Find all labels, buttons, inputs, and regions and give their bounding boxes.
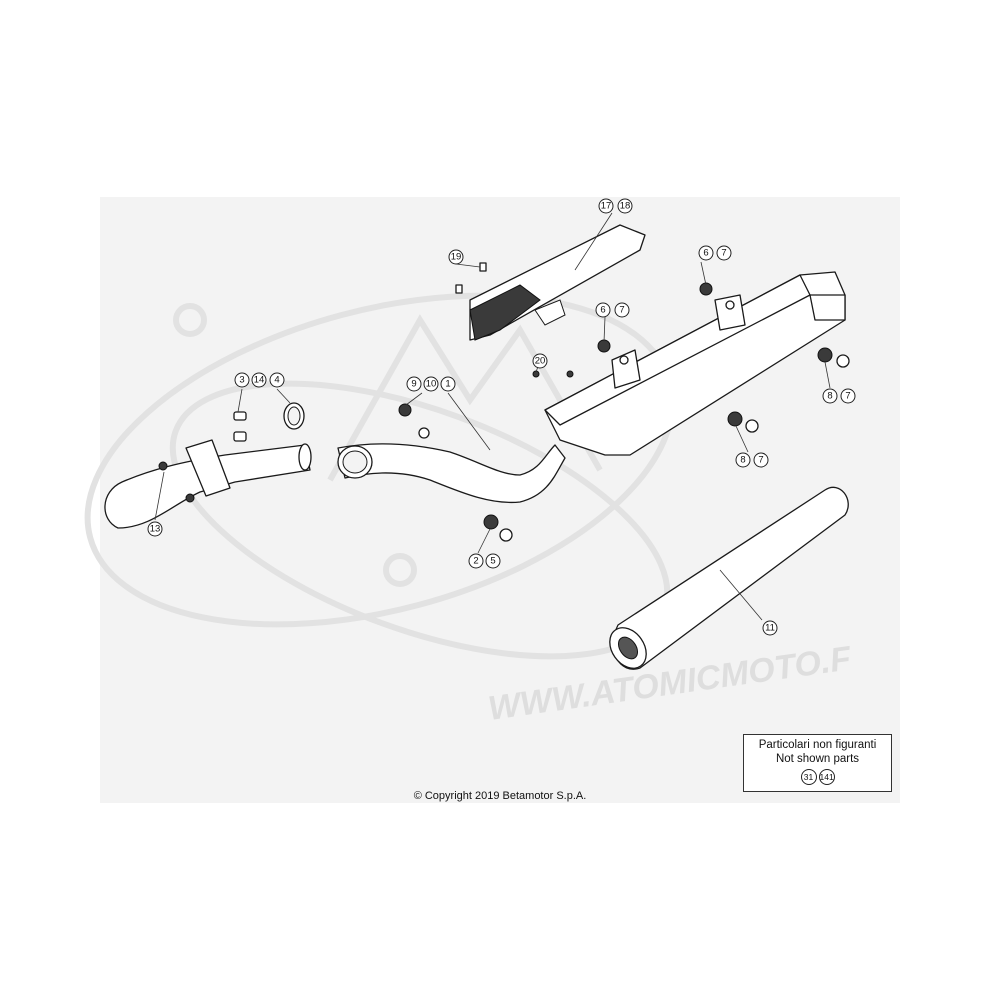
not-shown-parts-box: Particolari non figuranti Not shown part… [743,734,892,792]
svg-text:2: 2 [473,556,478,567]
watermark-text: WWW.ATOMICMOTO.F [486,639,855,728]
svg-text:10: 10 [426,379,437,390]
callout-7: 7 [614,302,630,318]
callout-5: 5 [485,553,501,569]
svg-text:5: 5 [490,556,495,567]
hardware [398,262,850,542]
svg-text:14: 14 [254,375,265,386]
svg-text:17: 17 [601,201,612,212]
svg-text:6: 6 [600,305,605,316]
svg-text:18: 18 [620,201,631,212]
callout-7: 7 [753,452,769,468]
callout-6: 6 [595,302,611,318]
legend-line-italian: Particolari non figuranti [758,739,877,751]
svg-text:20: 20 [535,356,546,367]
callout-8: 8 [735,452,751,468]
silencer-packing [609,486,849,670]
callout-10: 10 [423,376,439,392]
callout-7: 7 [840,388,856,404]
svg-text:3: 3 [239,375,244,386]
callout-20: 20 [532,353,548,369]
svg-text:7: 7 [845,391,850,402]
legend-part-callout: 141 [818,769,835,785]
svg-text:6: 6 [703,248,708,259]
callout-13: 13 [147,521,163,537]
callout-8: 8 [822,388,838,404]
callout-18: 18 [617,198,633,214]
callout-7: 7 [716,245,732,261]
svg-text:7: 7 [758,455,763,466]
svg-text:9: 9 [411,379,416,390]
svg-text:11: 11 [765,623,775,634]
callout-6: 6 [698,245,714,261]
svg-text:19: 19 [451,252,462,263]
callout-9: 9 [406,376,422,392]
svg-text:7: 7 [721,248,726,259]
callout-19: 19 [448,249,464,265]
callout-4: 4 [269,372,285,388]
copyright-text: © Copyright 2019 Betamotor S.p.A. [413,790,587,802]
svg-text:8: 8 [827,391,832,402]
svg-text:13: 13 [150,524,161,535]
svg-text:4: 4 [274,375,279,386]
svg-text:8: 8 [740,455,745,466]
svg-text:7: 7 [619,305,624,316]
legend-line-english: Not shown parts [775,753,860,765]
legend-part-callout: 31 [800,769,817,785]
callout-3: 3 [234,372,250,388]
leader-lines [154,212,831,621]
callout-11: 11 [762,620,778,636]
header-pipe [104,402,312,529]
callout-17: 17 [598,198,614,214]
silencer [544,271,846,456]
svg-text:1: 1 [445,379,450,390]
mid-pipe [337,427,566,504]
heat-shield [469,224,646,341]
callout-14: 14 [251,372,267,388]
callout-1: 1 [440,376,456,392]
callout-2: 2 [468,553,484,569]
legend-parts: 31 141 [744,769,891,785]
